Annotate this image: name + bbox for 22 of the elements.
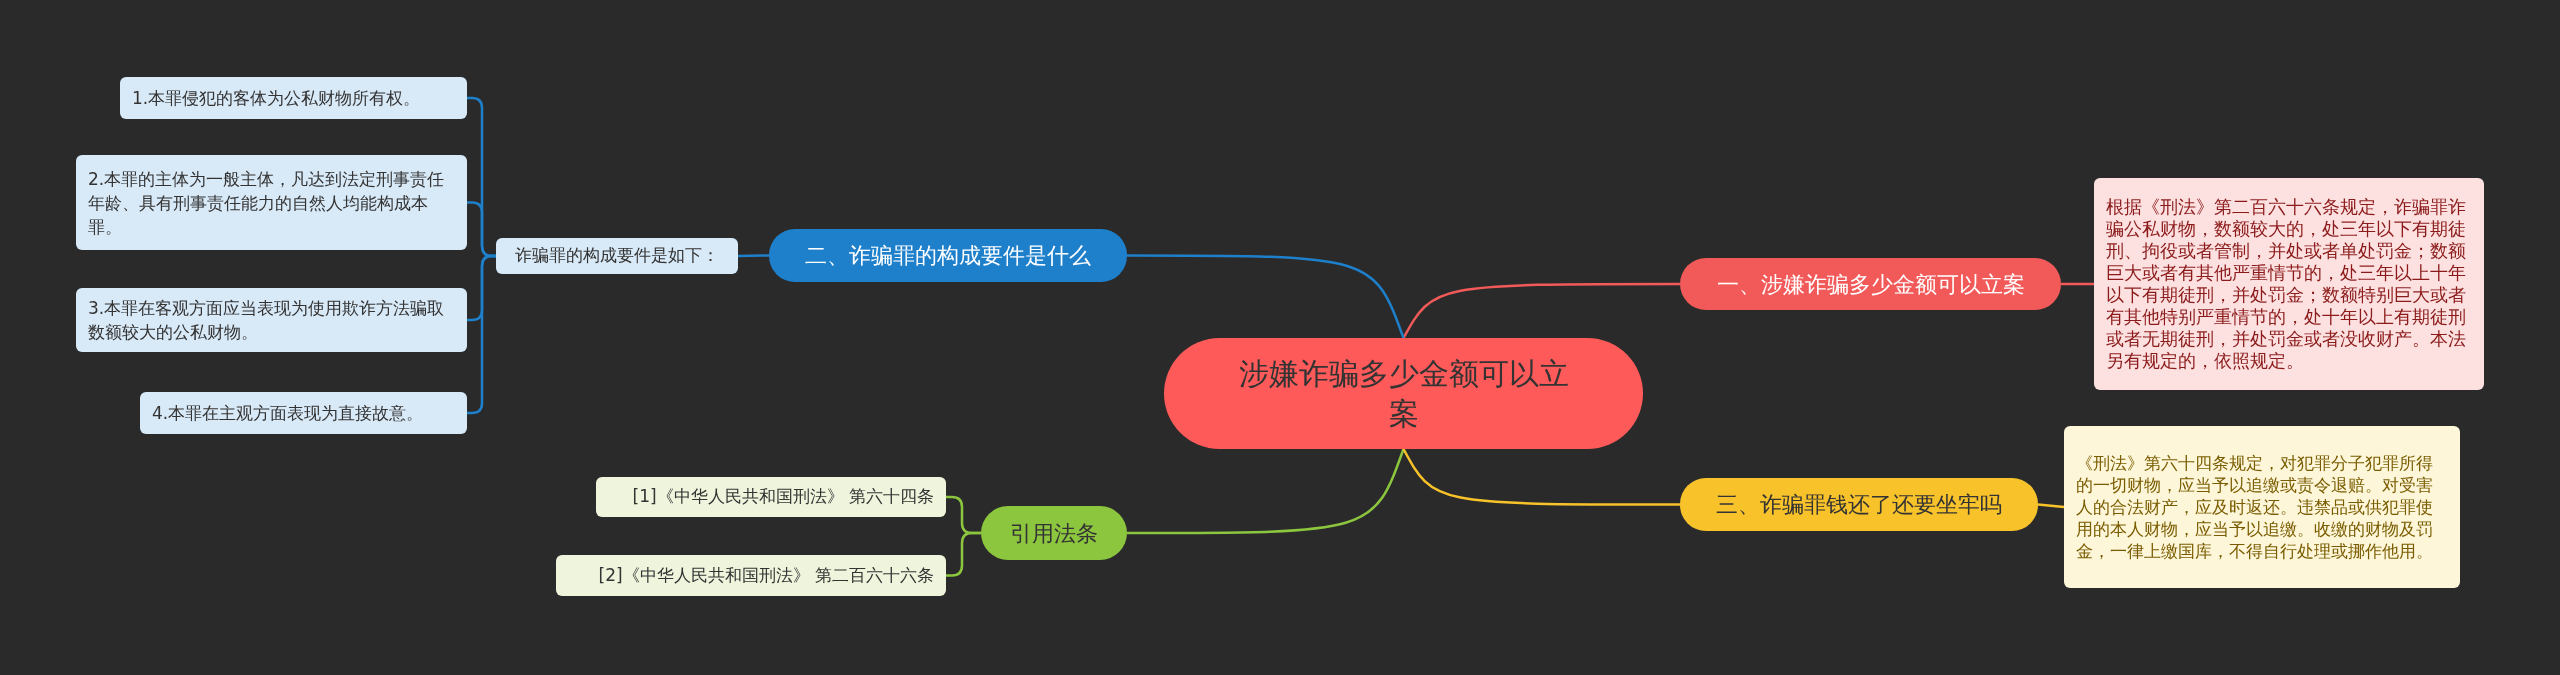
subtopic: [2]《中华人民共和国刑法》 第二百六十六条 <box>556 555 946 596</box>
connector-line <box>737 254 770 258</box>
subtopic: [1]《中华人民共和国刑法》 第六十四条 <box>596 477 946 517</box>
subtopic: 1.本罪侵犯的客体为公私财物所有权。 <box>120 77 467 119</box>
connector-line <box>1402 282 1680 339</box>
detail-note: 《刑法》第六十四条规定，对犯罪分子犯罪所得的一切财物，应当予以追缴或责令退赔。对受害人的合法财产，应及时返还。违禁品或供犯罪使用的本人财物，应当予以追缴。收缴的财物及罚金，一律上缴国库，不得自行处理或挪作他用。 <box>2064 426 2460 588</box>
branch-topic: 一、涉嫌诈骗多少金额可以立案 <box>1680 258 2061 310</box>
branch-topic: 二、诈骗罪的构成要件是什么 <box>769 229 1127 282</box>
branch-topic: 引用法条 <box>981 506 1127 560</box>
connector-line <box>946 531 981 577</box>
subtopic: 4.本罪在主观方面表现为直接故意。 <box>140 392 467 434</box>
subtopic: 诈骗罪的构成要件是如下： <box>496 238 738 274</box>
connector-line <box>1127 448 1405 535</box>
subtopic: 2.本罪的主体为一般主体，凡达到法定刑事责任年龄、具有刑事责任能力的自然人均能构成本罪。 <box>76 155 467 250</box>
central-topic: 涉嫌诈骗多少金额可以立案 <box>1164 338 1643 449</box>
subtopic: 3.本罪在客观方面应当表现为使用欺诈方法骗取数额较大的公私财物。 <box>76 288 467 352</box>
connector-line <box>1402 448 1680 506</box>
connector-line <box>2061 282 2094 286</box>
connector-line <box>2037 503 2065 509</box>
connector-line <box>1127 254 1405 339</box>
detail-note: 根据《刑法》第二百六十六条规定，诈骗罪诈骗公私财物，数额较大的，处三年以下有期徒刑、拘役或者管制，并处或者单处罚金；数额巨大或者有其他严重情节的，处三年以上十年以下有期徒刑，并处罚金；数额特别巨大或者有其他特别严重情节的，处十年以上有期徒刑或者无期徒刑，并处罚金或者没收财产。本法另有规定的，依照规定。 <box>2094 178 2484 390</box>
branch-topic: 三、诈骗罪钱还了还要坐牢吗 <box>1680 478 2038 531</box>
